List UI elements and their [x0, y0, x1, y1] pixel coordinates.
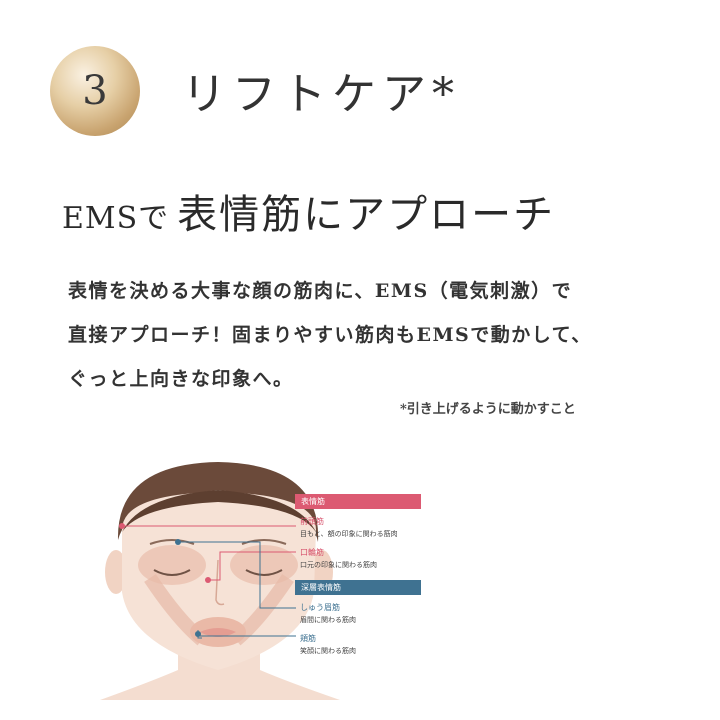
- muscle-desc-1: 目もと、額の印象に関わる筋肉: [300, 530, 398, 538]
- step-number: 3: [82, 68, 108, 114]
- section-title: リフトケア*: [182, 69, 460, 120]
- muscle-desc-2: 口元の印象に関わる筋肉: [300, 561, 377, 569]
- face-muscle-illustration: [100, 462, 340, 700]
- muscle-desc-4: 笑顔に関わる筋肉: [300, 647, 356, 655]
- step-number-badge: 3: [50, 46, 140, 136]
- body-line-1: 表情を決める大事な顔の筋肉に、EMS（電気刺激）で: [68, 280, 573, 302]
- muscle-name-3: しゅう眉筋: [300, 603, 340, 612]
- muscle-name-1: 前頭筋: [300, 517, 324, 526]
- heading-prefix: EMSで: [62, 201, 170, 236]
- category-label-1: 表情筋: [295, 494, 421, 509]
- heading: EMSで表情筋にアプローチ: [62, 182, 555, 240]
- muscle-name-2: 口輪筋: [300, 548, 324, 557]
- footnote: *引き上げるように動かすこと: [400, 402, 576, 417]
- muscle-desc-3: 眉間に関わる筋肉: [300, 616, 356, 624]
- body-line-3: ぐっと上向きな印象へ。: [68, 368, 294, 390]
- body-line-2: 直接アプローチ！固まりやすい筋肉もEMSで動かして、: [68, 324, 592, 346]
- category-label-2: 深層表情筋: [295, 580, 421, 595]
- muscle-name-4: 頬筋: [300, 634, 316, 643]
- heading-main: 表情筋にアプローチ: [177, 192, 556, 238]
